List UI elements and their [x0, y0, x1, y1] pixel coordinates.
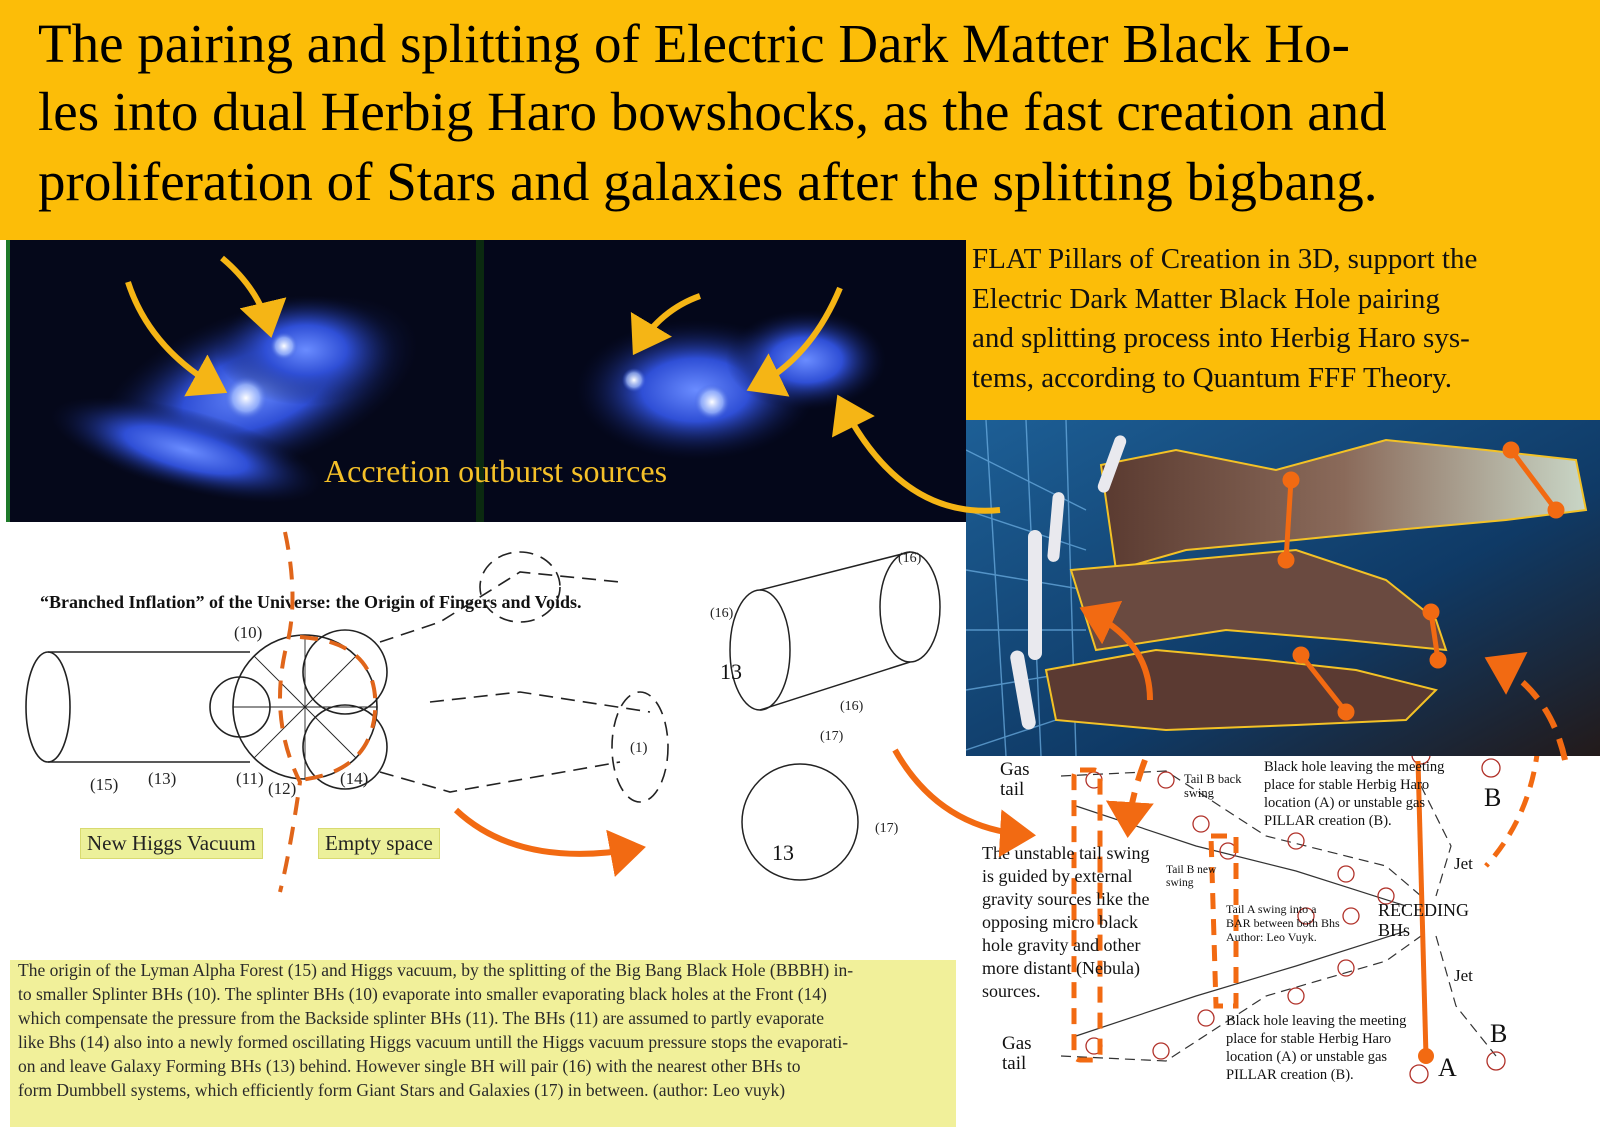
num-15: (15) [90, 775, 118, 794]
frame-divider [476, 240, 484, 522]
caption-line-3: which compensate the pressure from the B… [18, 1008, 825, 1028]
tail-a-swing-label: Tail A swing into a BAR between both Bhs… [1226, 902, 1340, 944]
simulation-frames: Accretion outburst sources [6, 240, 966, 522]
orange-bar [1415, 760, 1429, 1057]
blue-gas-cloud [726, 310, 886, 410]
pillar-top [1099, 438, 1588, 572]
title-line-3: proliferation of Stars and galaxies afte… [38, 151, 1378, 212]
pillars-line-3: and splitting process into Herbig Haro s… [972, 322, 1470, 354]
caption-box: The origin of the Lyman Alpha Forest (15… [10, 960, 956, 1127]
tail-b-new-label: Tail B new swing [1166, 864, 1217, 889]
letter-b-bottom: B [1490, 1019, 1507, 1048]
title-line-2: les into dual Herbig Haro bowshocks, as … [38, 81, 1387, 142]
pillars-text-panel: FLAT Pillars of Creation in 3D, support … [966, 240, 1600, 420]
black-hole-core [224, 376, 268, 420]
jet-top-label: Jet [1454, 854, 1473, 873]
simulation-panel: Accretion outburst sources [6, 240, 966, 522]
empty-space-label: Empty space [318, 828, 440, 859]
pillars-line-1: FLAT Pillars of Creation in 3D, support … [972, 243, 1478, 275]
bh-paths [1060, 770, 1497, 1062]
bh-leaving-bottom: Black hole leaving the meeting place for… [1226, 1013, 1407, 1083]
inflation-sketch: “Branched Inflation” of the Universe: th… [25, 531, 941, 893]
marker-13-bottom: 13 [772, 840, 794, 865]
pillar-middle [1069, 548, 1448, 652]
pillars-of-creation-image [966, 420, 1600, 756]
blue-gas-cloud [50, 397, 322, 503]
num-16a: (16) [710, 606, 734, 621]
num-1: (1) [630, 740, 648, 756]
marker-13-top: 13 [720, 659, 742, 684]
bh-leaving-top: Black hole leaving the meeting place for… [1264, 759, 1445, 829]
orange-bh-pairs [1277, 441, 1565, 721]
num-12: (12) [268, 779, 296, 798]
jet-bottom-label: Jet [1454, 966, 1473, 985]
dumbbell-cylinder [729, 551, 941, 881]
gas-tail-bottom: Gas tail [1002, 1033, 1032, 1074]
frame-edge [6, 240, 10, 522]
num-11: (11) [236, 769, 264, 788]
cylinder-sketch [25, 551, 669, 803]
caption-line-2: to smaller Splinter BHs (10). The splint… [18, 984, 827, 1004]
orange-split-line [278, 531, 303, 893]
accretion-label: Accretion outburst sources [324, 453, 667, 489]
branched-inflation-diagram: “Branched Inflation” of the Universe: th… [0, 522, 966, 952]
num-13: (13) [148, 769, 176, 788]
gas-tail-top: Gas tail [1000, 759, 1030, 800]
herbig-haro-diagram: A B B A Jet Jet Gas tail Gas tail Tail B… [966, 756, 1600, 1131]
num-16c: (16) [840, 699, 864, 714]
orange-bh-dot [1418, 1048, 1434, 1064]
new-higgs-vacuum-label: New Higgs Vacuum [80, 828, 263, 859]
title-banner: The pairing and splitting of Electric Da… [0, 0, 1600, 240]
pillars-line-2: Electric Dark Matter Black Hole pairing [972, 283, 1440, 315]
herbig-sketch: A B B A Jet Jet [1060, 756, 1540, 1084]
tail-b-back-label: Tail B back swing [1184, 772, 1242, 800]
black-hole-core [270, 332, 298, 360]
caption-line-5: on and leave Galaxy Forming BHs (13) beh… [18, 1056, 801, 1076]
num-17a: (17) [820, 729, 844, 744]
letter-a-top: A [1430, 756, 1449, 762]
caption-line-1: The origin of the Lyman Alpha Forest (15… [18, 960, 854, 980]
unstable-tail-text: The unstable tail swing is guided by ext… [982, 843, 1150, 1001]
pillars-graphic [966, 420, 1600, 756]
black-hole-core [694, 384, 730, 420]
inflation-heading: “Branched Inflation” of the Universe: th… [40, 592, 582, 612]
num-14: (14) [340, 769, 368, 788]
num-17b: (17) [875, 821, 899, 836]
caption-line-6: form Dumbbell systems, which efficiently… [18, 1080, 786, 1100]
edge-bars [1010, 435, 1127, 730]
letter-b-top: B [1484, 783, 1501, 812]
letter-a-bottom: A [1438, 1053, 1457, 1082]
orange-dashed-tails [1071, 756, 1540, 1063]
black-hole-core [622, 368, 646, 392]
orange-front-arc [299, 635, 378, 782]
num-16b: (16) [898, 551, 922, 566]
receding-label: RECEDING BHs [1378, 900, 1469, 940]
pillars-line-4: tems, according to Quantum FFF Theory. [972, 362, 1453, 394]
num-10: (10) [234, 623, 262, 642]
title-line-1: The pairing and splitting of Electric Da… [38, 13, 1350, 74]
caption-line-4: like Bhs (14) also into a newly formed o… [18, 1032, 849, 1052]
